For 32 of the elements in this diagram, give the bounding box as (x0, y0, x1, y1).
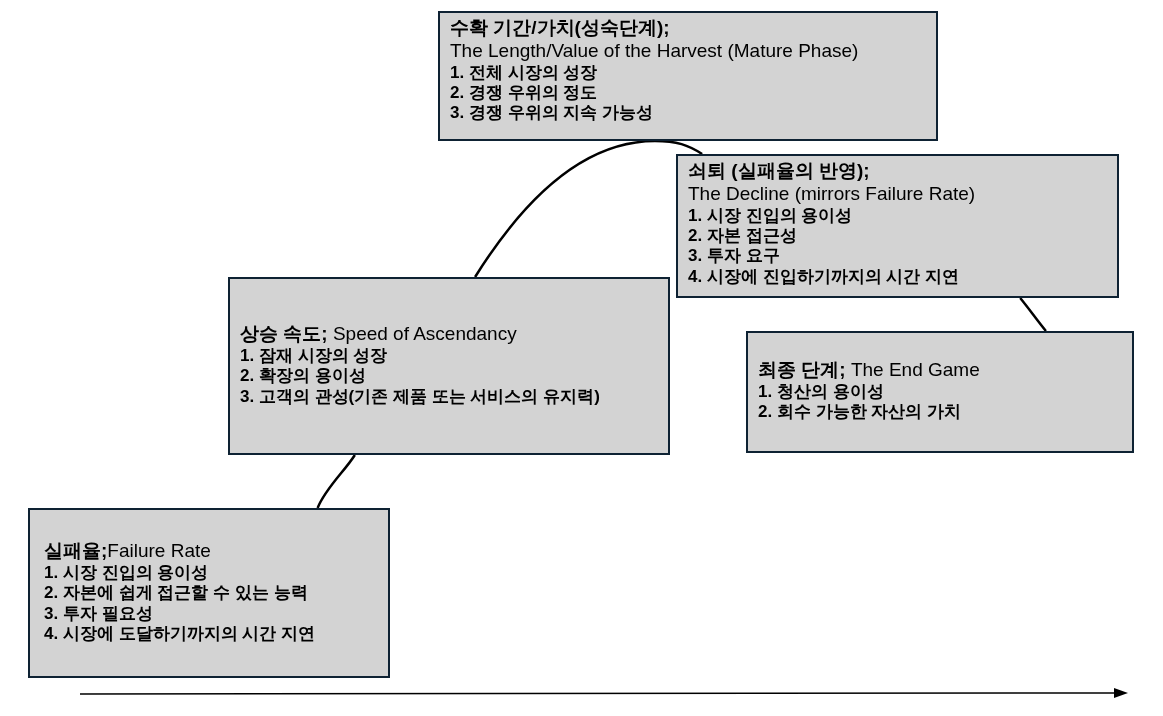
stage-box (746, 331, 1134, 453)
list-item: 2. 회수 가능한 자산의 가치 (758, 402, 963, 423)
stage-title: 실패율;Failure Rate (44, 540, 212, 563)
stage-title: 쇠퇴 (실패율의 반영); (688, 160, 871, 183)
list-item: 1. 전체 시장의 성장 (450, 62, 599, 83)
stage-subtitle: The Decline (mirrors Failure Rate) (688, 182, 977, 206)
stage-title: 수확 기간/가치(성숙단계); (450, 17, 671, 40)
list-item: 3. 투자 요구 (688, 246, 781, 267)
curve-line (316, 454, 356, 509)
curve-line (1019, 297, 1047, 332)
list-item: 3. 경쟁 우위의 지속 가능성 (450, 103, 655, 124)
stage-subtitle: The Length/Value of the Harvest (Mature Phase) (450, 39, 860, 63)
curve-line (474, 139, 656, 278)
list-item: 2. 경쟁 우위의 정도 (450, 83, 599, 104)
list-item: 1. 잠재 시장의 성장 (240, 345, 389, 367)
stage-title: 상승 속도; Speed of Ascendancy (240, 323, 518, 346)
list-item: 4. 시장에 진입하기까지의 시간 지연 (688, 266, 961, 288)
stage-box (228, 277, 670, 455)
list-item: 2. 확장의 용이성 (240, 366, 367, 387)
stage-title: 최종 단계; The End Game (758, 359, 981, 382)
stage-box (676, 154, 1119, 298)
list-item: 4. 시장에 도달하기까지의 시간 지연 (44, 623, 317, 645)
list-item: 1. 시장 진입의 용이성 (44, 562, 210, 584)
curve-line (654, 139, 703, 156)
list-item: 1. 시장 진입의 용이성 (688, 205, 854, 226)
stage-box (438, 11, 938, 141)
list-item: 3. 투자 필요성 (44, 603, 154, 624)
list-item: 2. 자본 접근성 (688, 226, 798, 247)
list-item: 2. 자본에 쉽게 접근할 수 있는 능력 (44, 583, 309, 604)
list-item: 3. 고객의 관성(기존 제품 또는 서비스의 유지력) (240, 386, 601, 407)
list-item: 1. 청산의 용이성 (758, 381, 885, 403)
stage-box (28, 508, 390, 678)
